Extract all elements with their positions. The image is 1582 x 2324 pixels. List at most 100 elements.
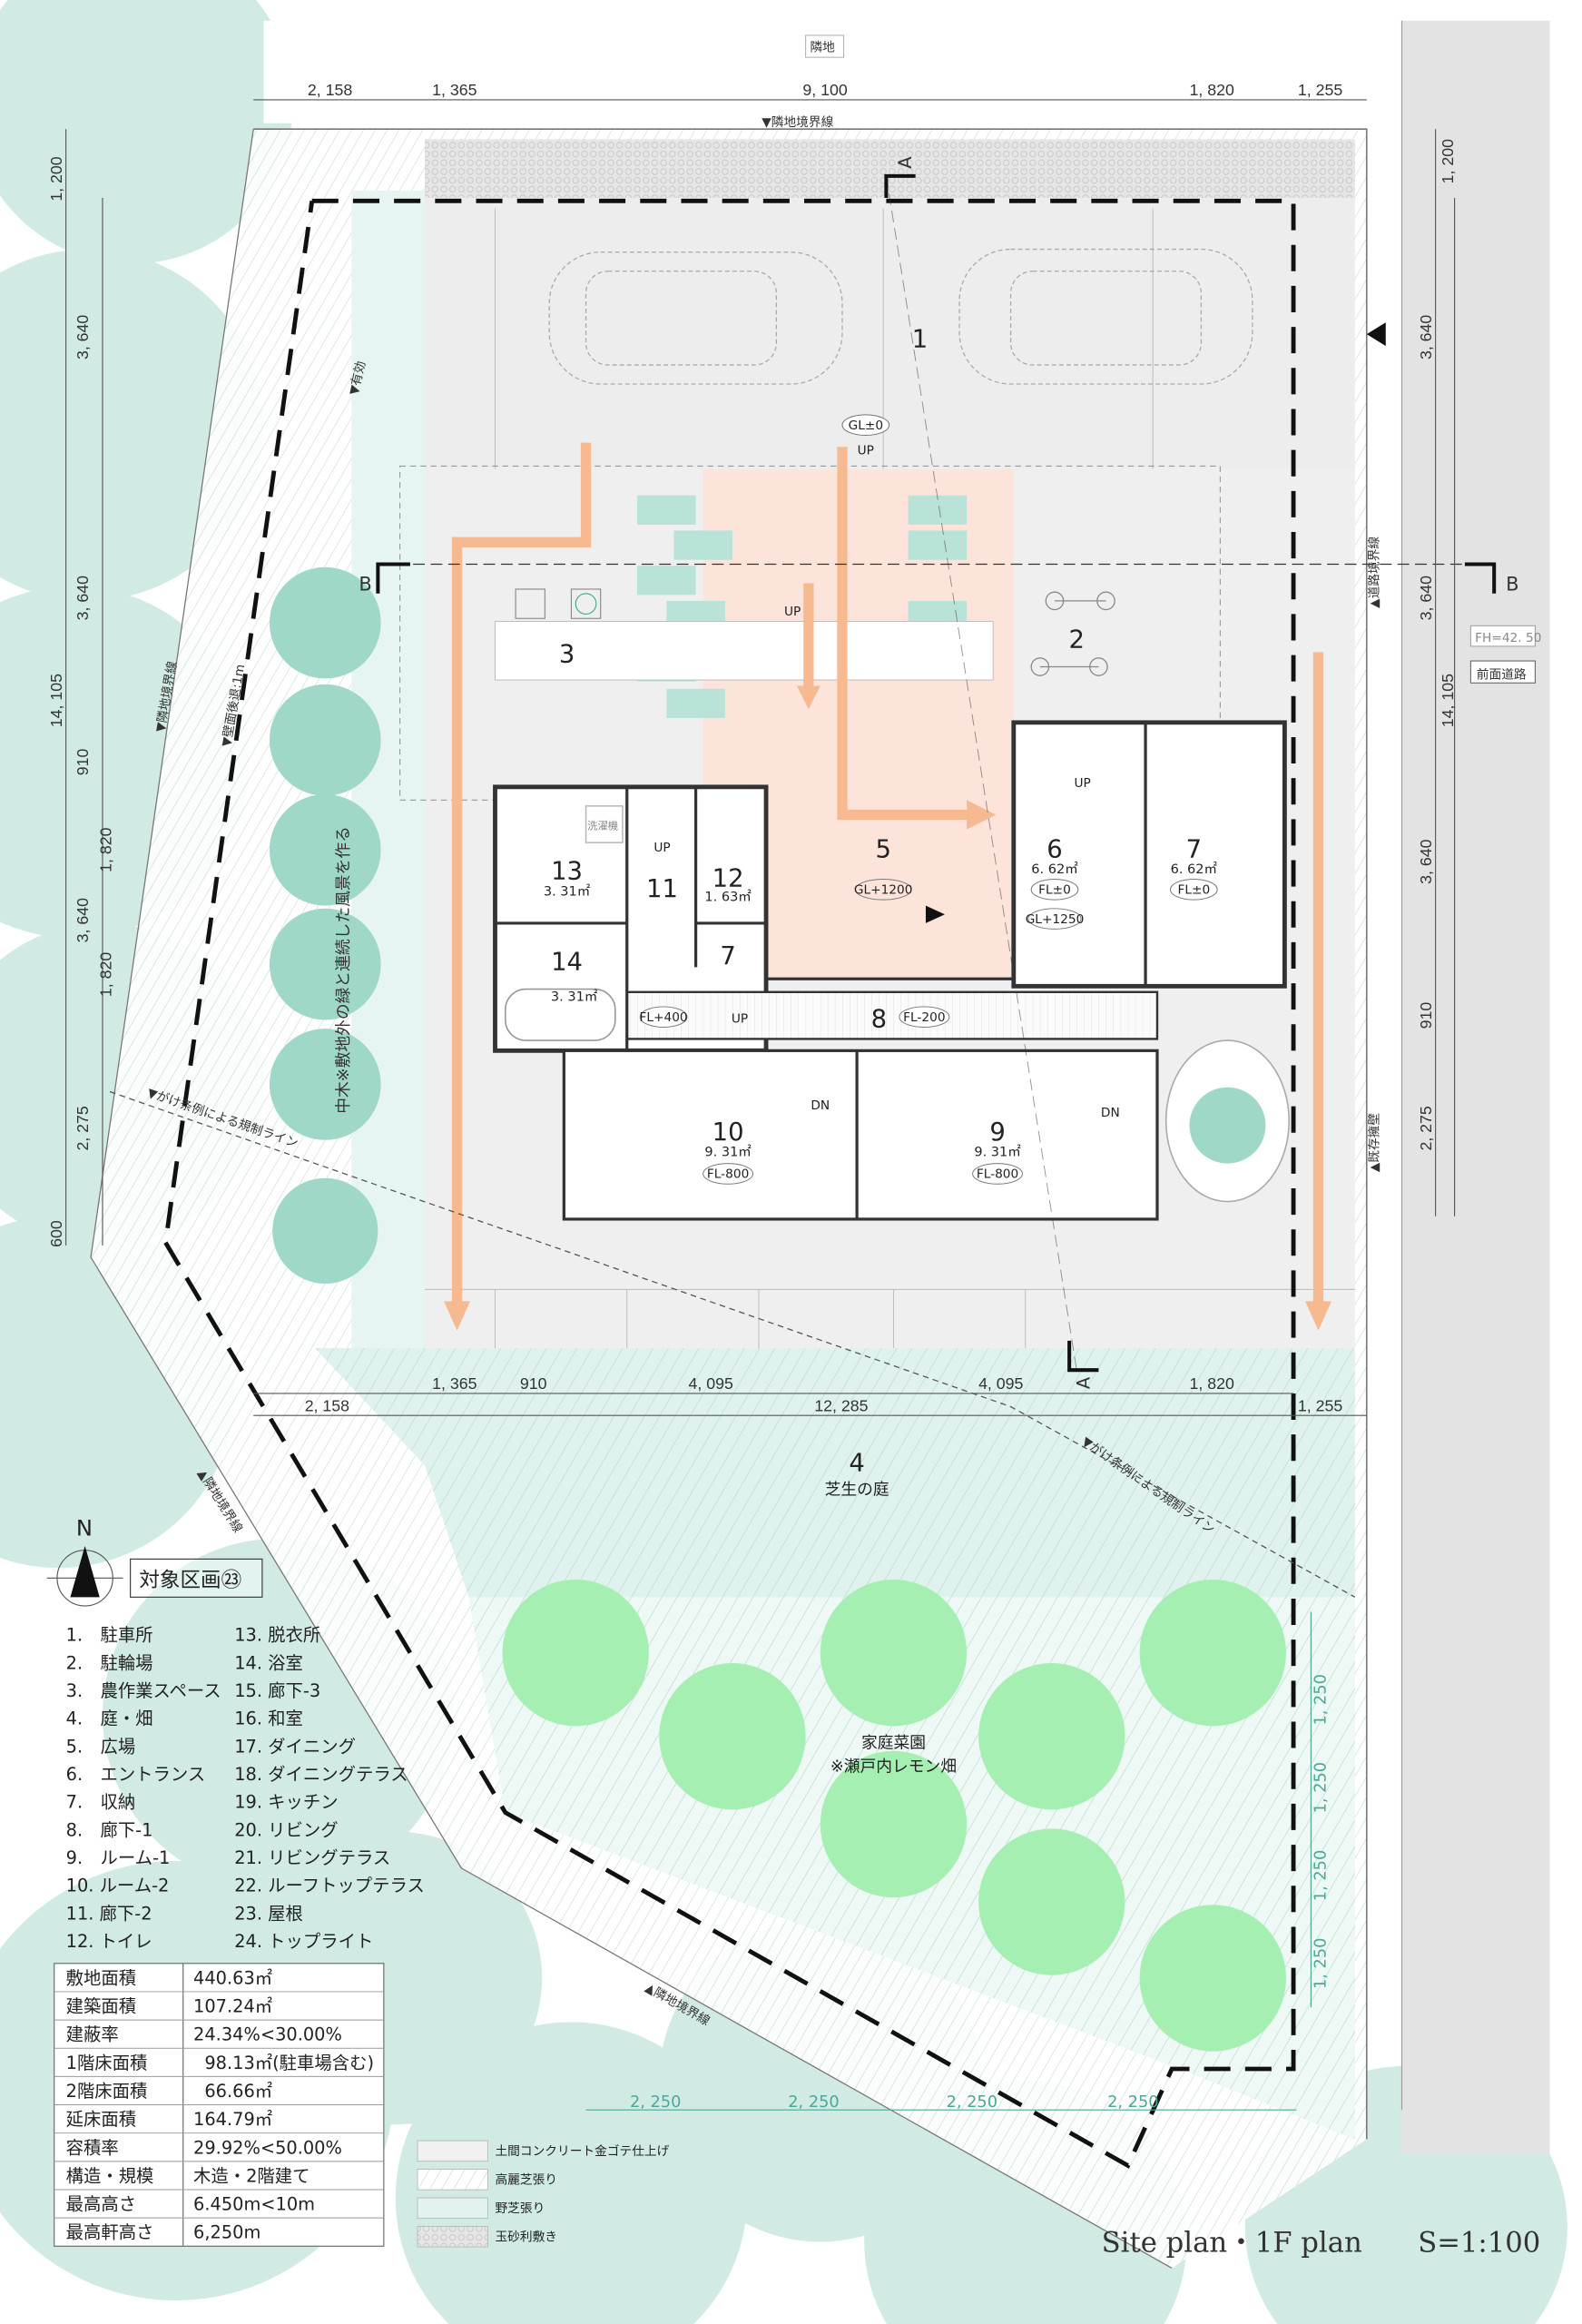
retaining-wall-label: ▲既存擁壁: [1368, 1113, 1382, 1173]
table-row-value: 98.13㎡(駐車場含む): [193, 2053, 374, 2073]
table-row-value: 66.66㎡: [193, 2081, 272, 2102]
legend-item: 8. 廊下-1: [66, 1819, 153, 1840]
room-10-number: 10: [712, 1118, 744, 1147]
dim-right: 910: [1417, 1002, 1435, 1029]
dim-left: 910: [74, 748, 92, 775]
room-1-level: GL±0: [849, 419, 883, 433]
up-label: UP: [653, 841, 670, 855]
front-road-label: 前面道路: [1477, 666, 1527, 682]
room-6-level: FL±0: [1038, 883, 1071, 898]
table-row-label: 2階床面積: [66, 2081, 148, 2102]
room-4-number: 4: [849, 1450, 864, 1478]
table-row-label: 1階床面積: [66, 2053, 148, 2073]
block-label: 対象区画㉓: [139, 1569, 241, 1592]
dim-left: 1, 200: [47, 156, 65, 201]
material-label: 玉砂利敷き: [495, 2230, 557, 2245]
dim-right: 1, 200: [1439, 139, 1457, 183]
table-row-label: 構造・規模: [66, 2165, 154, 2186]
dim-garden-y: 1, 250: [1312, 1850, 1331, 1901]
courtyard-tree: [1164, 1039, 1291, 1203]
dim-bottom-inner: 910: [520, 1374, 547, 1393]
room-10-level: FL-800: [707, 1167, 749, 1182]
legend-item: 5. 広場: [66, 1736, 136, 1757]
dim-left-inner: 1, 820: [97, 952, 115, 997]
table-row-value: 164.79㎡: [193, 2109, 272, 2130]
dim-left: 3, 640: [74, 315, 92, 359]
section-line-a: [885, 175, 1077, 1371]
parking-slab: [425, 198, 1355, 469]
north-arrow-icon: [46, 1545, 123, 1607]
table-row-label: 容積率: [66, 2137, 119, 2158]
up-label: UP: [1075, 776, 1091, 791]
legend-item: 6. エントランス: [66, 1764, 206, 1785]
room-8-number: 8: [871, 1006, 887, 1034]
dn-label: DN: [1101, 1106, 1120, 1120]
room-6-level-gl: GL+1250: [1026, 912, 1085, 927]
table-row-value: 29.92%<50.00%: [193, 2137, 342, 2158]
section-a-top: A: [895, 156, 916, 169]
table-row-label: 建築面積: [66, 1996, 136, 2017]
drawing-scale: S=1:100: [1418, 2228, 1540, 2260]
building-plan: [493, 720, 1287, 1221]
chair-icons: [515, 588, 602, 619]
room-9-level: FL-800: [977, 1167, 1018, 1182]
dim-bottom-outer: 12, 285: [814, 1396, 868, 1414]
up-label: UP: [784, 605, 801, 619]
room-9-number: 9: [989, 1118, 1005, 1147]
dim-bottom-inner: 4, 095: [978, 1374, 1023, 1393]
legend-item: 21. リビングテラス: [234, 1847, 390, 1868]
room-7b-number: 7: [720, 942, 735, 970]
site-boundary-line: [162, 198, 1296, 2169]
table-row-value: 440.63㎡: [193, 1967, 272, 1988]
up-label: UP: [732, 1012, 748, 1027]
room-1-number: 1: [912, 326, 928, 354]
dim-garden-y: 1, 250: [1312, 1762, 1331, 1813]
legend-item: 10. ルーム-2: [66, 1876, 170, 1896]
cliff-regulation-line: [109, 1090, 1356, 1598]
dim-top: 1, 255: [1298, 81, 1342, 99]
up-label: UP: [858, 443, 874, 458]
entrance-marker-icon: [1366, 322, 1386, 347]
legend-item: 11. 廊下-2: [66, 1903, 152, 1924]
material-label: 高麗芝張り: [495, 2172, 557, 2188]
gravel-strip: [425, 139, 1355, 199]
room-7-level: FL±0: [1177, 883, 1210, 898]
legend-item: 19. キッチン: [234, 1792, 338, 1813]
arrow-heads: [444, 685, 1332, 1331]
legend-item: 7. 収納: [66, 1792, 136, 1813]
legend-item: 9. ルーム-1: [66, 1847, 171, 1868]
farm-work-table: [495, 620, 994, 681]
legend-item: 15. 廊下-3: [234, 1680, 320, 1701]
dim-bottom-inner: 1, 820: [1189, 1374, 1233, 1393]
dim-garden-x: 2, 250: [947, 2093, 997, 2112]
legend-item: 18. ダイニングテラス: [234, 1764, 408, 1785]
dim-right: 2, 275: [1417, 1106, 1435, 1150]
room-12-area: 1. 63㎡: [704, 890, 752, 905]
material-label: 土間コンクリート金ゴテ仕上げ: [495, 2143, 669, 2159]
dim-garden-y: 1, 250: [1312, 1674, 1331, 1725]
lemon-trees: [502, 1579, 1286, 2052]
legend-item: 4. 庭・畑: [66, 1709, 153, 1729]
property-line-west: [90, 129, 1173, 2270]
dim-left: 3, 640: [74, 898, 92, 942]
dim-garden-x: 2, 250: [788, 2093, 839, 2112]
legend-item: 1. 駐車所: [66, 1625, 153, 1646]
room-12-number: 12: [712, 865, 744, 893]
dim-left-inner: 14, 105: [47, 674, 65, 727]
hedge-trees: [269, 566, 381, 1284]
dim-left: 3, 640: [74, 576, 92, 620]
room-11-level: FL+400: [640, 1010, 688, 1025]
property-line: [253, 128, 1368, 2140]
legend-item: 13. 脱衣所: [234, 1625, 320, 1646]
dim-garden-y: 1, 250: [1312, 1938, 1331, 1989]
legend-item: 16. 和室: [234, 1709, 303, 1729]
neighbor-boundary-top-label: ▼隣地境界線: [762, 115, 833, 130]
section-b-right: B: [1506, 574, 1518, 596]
material-swatch: [417, 2140, 488, 2162]
room-3-number: 3: [559, 641, 575, 669]
dim-left: 2, 275: [74, 1106, 92, 1150]
legend-item: 12. トイレ: [66, 1931, 152, 1952]
dim-bottom-outer: 2, 158: [305, 1396, 349, 1414]
section-markers: [376, 173, 1497, 1373]
